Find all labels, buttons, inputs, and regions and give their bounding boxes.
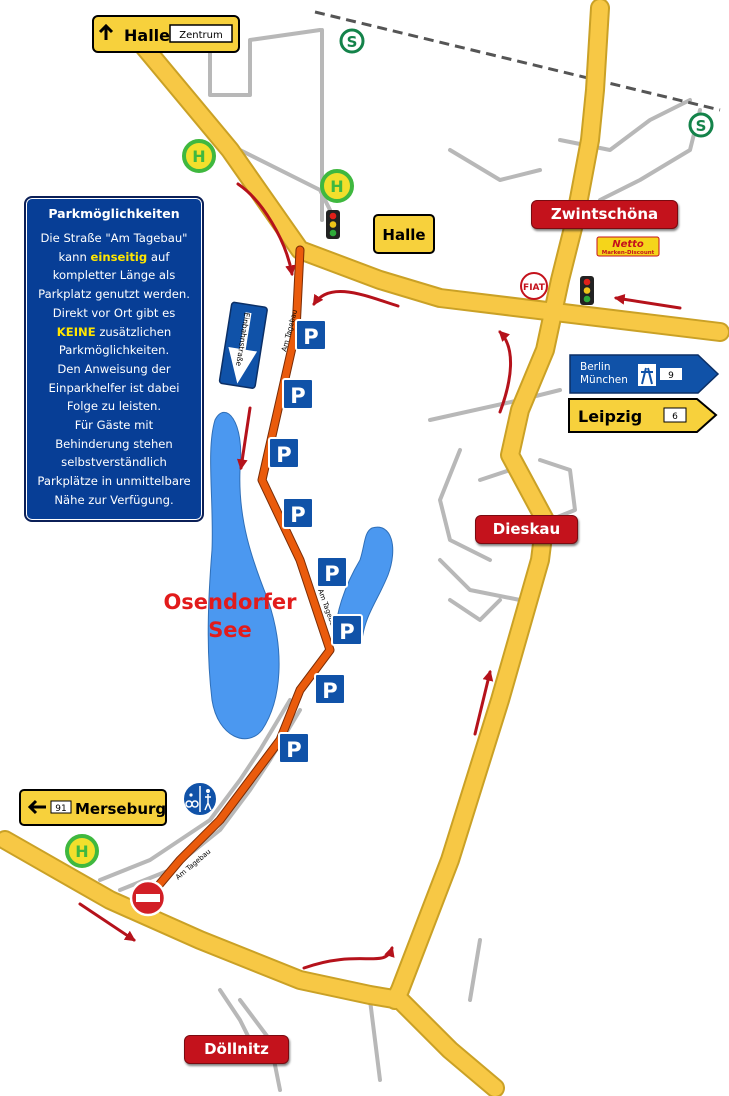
arrow-up-icon bbox=[98, 23, 114, 40]
svg-text:P: P bbox=[286, 738, 301, 762]
svg-text:Netto: Netto bbox=[612, 239, 644, 250]
bike-pedestrian-sign-icon bbox=[182, 781, 218, 817]
svg-text:Halle: Halle bbox=[382, 226, 425, 244]
svg-text:Merseburg: Merseburg bbox=[75, 800, 166, 818]
motorway-sign: Berlin München 9 bbox=[569, 354, 720, 394]
svg-text:6: 6 bbox=[672, 412, 678, 422]
arrow-left-icon bbox=[27, 799, 46, 815]
svg-text:P: P bbox=[339, 620, 354, 644]
fiat-logo: FIAT bbox=[520, 272, 548, 300]
lake-label: Osendorfer See bbox=[163, 590, 297, 642]
train-icon: S bbox=[688, 112, 714, 138]
svg-text:H: H bbox=[75, 842, 88, 861]
svg-text:Leipzig: Leipzig bbox=[578, 407, 642, 426]
parking-sign: P bbox=[331, 614, 363, 646]
train-icon: S bbox=[339, 28, 365, 54]
dollnitz-label: Döllnitz bbox=[184, 1035, 289, 1064]
bus-stop-icon: H bbox=[65, 834, 99, 868]
zwintschona-label: Zwintschöna bbox=[531, 200, 678, 229]
svg-text:P: P bbox=[324, 562, 339, 586]
one-way-sign: Einbahnstraße bbox=[218, 301, 268, 389]
parking-sign: P bbox=[316, 556, 348, 588]
svg-text:H: H bbox=[192, 147, 205, 166]
svg-text:P: P bbox=[303, 325, 318, 349]
halle-top-label: Halle bbox=[124, 26, 170, 45]
traffic-light-icon bbox=[580, 276, 594, 305]
svg-text:9: 9 bbox=[668, 371, 674, 381]
parking-sign: P bbox=[282, 497, 314, 529]
bus-stop-icon: H bbox=[320, 169, 354, 203]
no-entry-sign-icon bbox=[129, 879, 167, 917]
svg-text:Marken-Discount: Marken-Discount bbox=[602, 250, 655, 256]
zentrum-label: Zentrum bbox=[179, 30, 222, 41]
arrow-down-icon bbox=[228, 312, 258, 384]
info-text: Die Straße "Am Tagebau" kann einseitig a… bbox=[37, 231, 191, 507]
dieskau-label: Dieskau bbox=[475, 515, 578, 544]
netto-logo: Netto Marken-Discount bbox=[596, 236, 660, 257]
parking-sign: P bbox=[278, 732, 310, 764]
parking-sign: P bbox=[295, 319, 327, 351]
direction-arrows bbox=[78, 182, 682, 970]
halle-zentrum-sign: Halle Zentrum bbox=[92, 15, 240, 53]
svg-text:S: S bbox=[696, 117, 707, 135]
parking-sign: P bbox=[282, 378, 314, 410]
svg-text:FIAT: FIAT bbox=[523, 283, 546, 293]
railway bbox=[314, 10, 721, 112]
parking-sign: P bbox=[314, 673, 346, 705]
info-title: Parkmöglichkeiten bbox=[48, 206, 180, 221]
merseburg-sign: 91 Merseburg bbox=[19, 789, 167, 826]
svg-text:H: H bbox=[330, 177, 343, 196]
svg-text:Berlin: Berlin bbox=[580, 361, 610, 373]
svg-text:P: P bbox=[276, 443, 291, 467]
svg-text:P: P bbox=[290, 384, 305, 408]
svg-text:91: 91 bbox=[55, 804, 66, 814]
bus-stop-icon: H bbox=[182, 139, 216, 173]
svg-text:S: S bbox=[347, 33, 358, 51]
svg-text:P: P bbox=[290, 503, 305, 527]
svg-text:München: München bbox=[580, 374, 628, 386]
halle-sign: Halle bbox=[373, 214, 435, 254]
parking-info-box: Parkmöglichkeiten Die Straße "Am Tagebau… bbox=[24, 196, 204, 522]
svg-text:P: P bbox=[322, 679, 337, 703]
traffic-light-icon bbox=[326, 210, 340, 239]
parking-sign: P bbox=[268, 437, 300, 469]
motorway-icon bbox=[638, 364, 656, 386]
leipzig-sign: Leipzig 6 bbox=[568, 398, 718, 433]
